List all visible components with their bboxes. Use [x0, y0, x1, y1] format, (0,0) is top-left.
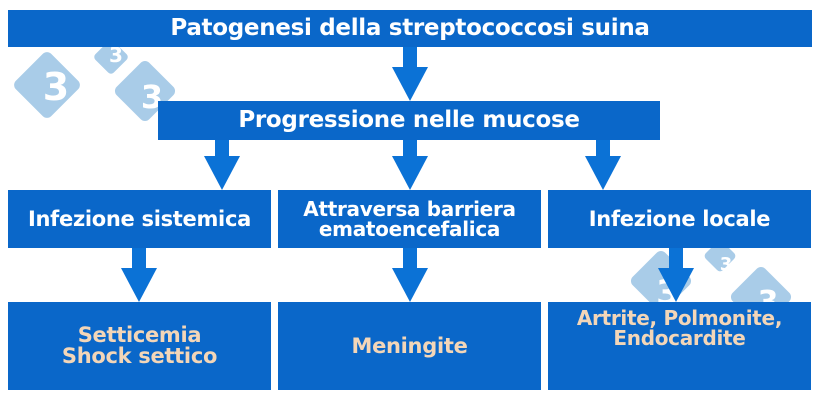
title-box: Patogenesi della streptococcosi suina: [8, 10, 812, 47]
stage-box-blood-brain-barrier: Attraversa barriera ematoencefalica: [278, 190, 541, 248]
watermark-logo-top-left: 3 3 3: [14, 40, 176, 122]
arrow-down-icon: [392, 47, 428, 101]
progression-label: Progressione nelle mucose: [238, 107, 580, 133]
outcome-line1: Artrite, Polmonite,: [576, 306, 783, 330]
outcome-line2: Shock settico: [61, 344, 218, 368]
stage-label-line1: Attraversa barriera: [303, 197, 516, 221]
diagram-title: Patogenesi della streptococcosi suina: [170, 15, 650, 41]
stage-box-local: Infezione locale: [548, 190, 811, 248]
outcome-box-meningitis: Meningite: [278, 302, 541, 390]
outcome-line1: Meningite: [351, 333, 468, 358]
watermark-glyph: 3: [109, 43, 123, 67]
arrow-down-icon: [585, 140, 621, 190]
stage-label: Infezione locale: [588, 206, 771, 231]
watermark-glyph: 3: [720, 254, 733, 275]
stage-label: Infezione sistemica: [28, 206, 251, 231]
outcome-box-sepsis: Setticemia Shock settico: [8, 302, 271, 390]
stage-box-systemic: Infezione sistemica: [8, 190, 271, 248]
outcome-line1: Setticemia: [77, 323, 202, 347]
outcome-line2: Endocardite: [613, 326, 746, 350]
stage-label-line2: ematoencefalica: [318, 217, 501, 241]
progression-box: Progressione nelle mucose: [158, 101, 660, 140]
watermark-glyph: 3: [43, 65, 69, 109]
outcome-box-local-diseases: Artrite, Polmonite, Endocardite: [548, 302, 811, 390]
watermark-glyph: 3: [141, 78, 163, 116]
arrow-down-icon: [121, 248, 157, 302]
arrow-down-icon: [392, 140, 428, 190]
arrow-down-icon: [204, 140, 240, 190]
arrow-down-icon: [658, 248, 694, 302]
arrow-down-icon: [392, 248, 428, 302]
